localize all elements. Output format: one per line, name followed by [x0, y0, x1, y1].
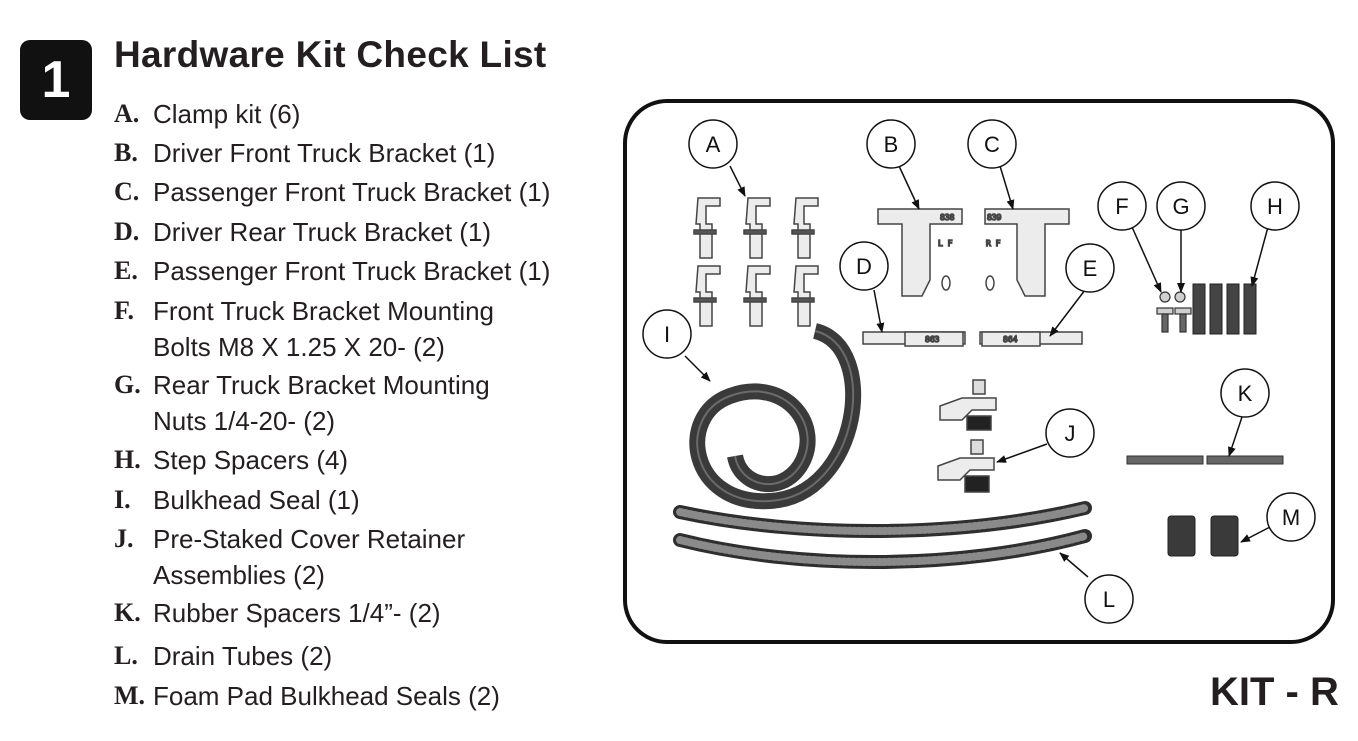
- item-text: Foam Pad Bulkhead Seals (2): [153, 681, 500, 711]
- page-title: Hardware Kit Check List: [114, 34, 547, 75]
- item-letter: B.: [114, 138, 138, 167]
- callout-B: B: [866, 119, 916, 169]
- callout-E: E: [1065, 243, 1115, 293]
- item-letter: F.: [114, 296, 134, 325]
- item-text: Clamp kit (6): [153, 99, 301, 129]
- step-number-badge: 1: [20, 40, 92, 120]
- item-text: Pre-Staked Cover Retainer: [153, 524, 466, 554]
- bracket-b-stamp: 838: [940, 213, 955, 222]
- item-letter: I.: [114, 485, 131, 514]
- kit-label: KIT - R: [1210, 670, 1339, 714]
- rubber-spacers-part: [1126, 455, 1284, 465]
- callout-label: F: [1115, 194, 1128, 219]
- item-text: Front Truck Bracket Mounting: [153, 296, 495, 326]
- callout-label: D: [856, 254, 872, 279]
- passenger-rear-bracket-part: 864: [979, 331, 1083, 347]
- parts-diagram: 838 L F 839 R F 863 864: [623, 99, 1335, 644]
- bracket-e-stamp: 864: [1003, 335, 1018, 344]
- item-text: Rear Truck Bracket Mounting: [153, 370, 490, 400]
- item-text: Step Spacers (4): [153, 445, 349, 475]
- item-text: Bolts M8 X 1.25 X 20- (2): [153, 332, 445, 362]
- callout-G: G: [1156, 181, 1206, 231]
- item-letter: L.: [114, 641, 138, 670]
- item-letter: M.: [114, 681, 146, 710]
- cover-retainer-part: [937, 379, 997, 493]
- item-text: Driver Front Truck Bracket (1): [153, 138, 496, 168]
- callout-I: I: [642, 309, 692, 359]
- callout-label: G: [1172, 194, 1189, 219]
- item-text: Bulkhead Seal (1): [153, 485, 360, 515]
- callout-L: L: [1084, 574, 1134, 624]
- item-text: Passenger Front Truck Bracket (1): [153, 256, 551, 286]
- callout-label: M: [1282, 505, 1300, 530]
- callout-A: A: [688, 119, 738, 169]
- callout-M: M: [1266, 492, 1316, 542]
- item-text: Driver Rear Truck Bracket (1): [153, 217, 492, 247]
- callout-D: D: [839, 241, 889, 291]
- item-text: Rubber Spacers 1/4”- (2): [153, 598, 441, 628]
- callout-label: A: [706, 132, 721, 157]
- bracket-b-side-stamp: L F: [938, 239, 953, 248]
- callout-label: H: [1267, 194, 1283, 219]
- callout-F: F: [1097, 181, 1147, 231]
- bracket-d-stamp: 863: [925, 335, 940, 344]
- bulkhead-seal-part: [689, 323, 862, 510]
- driver-rear-bracket-part: 863: [862, 331, 966, 347]
- bracket-c-side-stamp: R F: [986, 239, 1001, 248]
- item-letter: G.: [114, 370, 141, 399]
- item-text: Assemblies (2): [153, 560, 325, 590]
- passenger-front-bracket-part: 839 R F: [984, 208, 1070, 297]
- callout-C: C: [967, 119, 1017, 169]
- item-letter: A.: [114, 99, 140, 128]
- callout-label: K: [1238, 381, 1253, 406]
- callout-label: J: [1065, 421, 1076, 446]
- callout-H: H: [1250, 181, 1300, 231]
- item-letter: D.: [114, 217, 140, 246]
- diagram-frame: [623, 99, 1335, 644]
- callout-label: E: [1083, 256, 1098, 281]
- mounting-bolts-part: [1156, 291, 1192, 333]
- foam-pads-part: [1167, 515, 1239, 557]
- item-letter: C.: [114, 177, 140, 206]
- step-spacers-part: [1192, 283, 1257, 335]
- callout-label: L: [1103, 587, 1115, 612]
- item-text: Nuts 1/4-20- (2): [153, 406, 336, 436]
- item-letter: K.: [114, 598, 141, 627]
- callout-K: K: [1220, 368, 1270, 418]
- item-letter: H.: [114, 445, 141, 474]
- drain-tubes-part: [673, 501, 1092, 570]
- callout-label: I: [664, 322, 670, 347]
- callout-J: J: [1045, 408, 1095, 458]
- callout-label: B: [884, 132, 899, 157]
- mounting-nuts-part: [1174, 291, 1186, 303]
- clamp-kit-part: [693, 197, 819, 327]
- item-letter: J.: [114, 524, 134, 553]
- item-text: Drain Tubes (2): [153, 641, 333, 671]
- item-letter: E.: [114, 256, 138, 285]
- bracket-c-stamp: 839: [987, 213, 1002, 222]
- callout-leaders: [684, 165, 1271, 578]
- item-text: Passenger Front Truck Bracket (1): [153, 177, 551, 207]
- callout-label: C: [984, 132, 1000, 157]
- driver-front-bracket-part: 838 L F: [877, 208, 963, 297]
